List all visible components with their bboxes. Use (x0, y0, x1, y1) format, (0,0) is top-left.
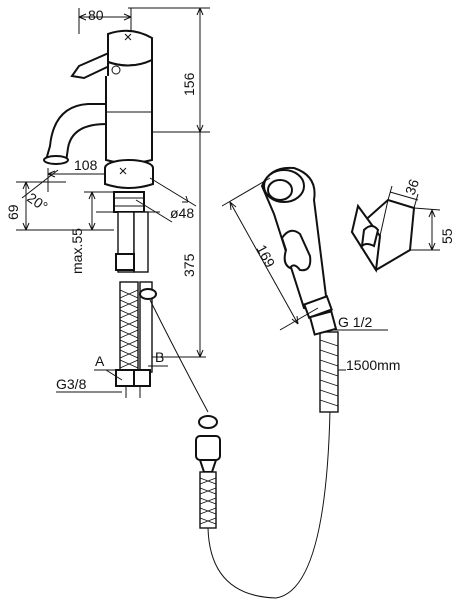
label-shower-hose-length: 1500mm (346, 357, 400, 373)
dim-label-169: 169 (253, 242, 278, 270)
dimension-spout-angle: 20° (18, 169, 66, 215)
dim-label-108: 108 (74, 157, 98, 173)
shower-hose: 1500mm (319, 331, 400, 413)
dim-label-36: 36 (402, 177, 422, 197)
dimension-hose-length: 375 (148, 132, 206, 358)
label-thread-tap: G3/8 (56, 376, 87, 392)
faucet-base (96, 159, 160, 213)
dim-label-80: 80 (88, 7, 104, 23)
dim-label-55: 55 (439, 228, 455, 244)
supply-hoses (115, 211, 157, 398)
dim-label-375: 375 (181, 253, 197, 277)
dimension-deck-thickness: max.55 (69, 191, 114, 274)
dimension-base-diameter: ø48 (135, 177, 197, 223)
dim-label-diameter: ø48 (170, 205, 194, 221)
thread-shower-label: G 1/2 (334, 314, 388, 331)
shower-connection-hose (149, 299, 331, 599)
connector-labels: A B G3/8 (56, 349, 168, 393)
shower-holder (350, 198, 416, 273)
faucet-body (105, 74, 153, 164)
dimension-holder: 36 55 (387, 177, 455, 251)
dim-label-69: 69 (5, 204, 21, 220)
label-thread-shower: G 1/2 (338, 314, 372, 330)
faucet-spout (43, 103, 107, 165)
dim-label-max55: max.55 (69, 228, 85, 274)
dimension-body-height: 156 (128, 7, 210, 133)
dimension-spout-height: 69 (5, 181, 106, 231)
label-connector-b: B (155, 349, 164, 365)
dim-label-156: 156 (181, 72, 197, 96)
hand-shower (260, 166, 338, 336)
label-connector-a: A (95, 353, 105, 369)
